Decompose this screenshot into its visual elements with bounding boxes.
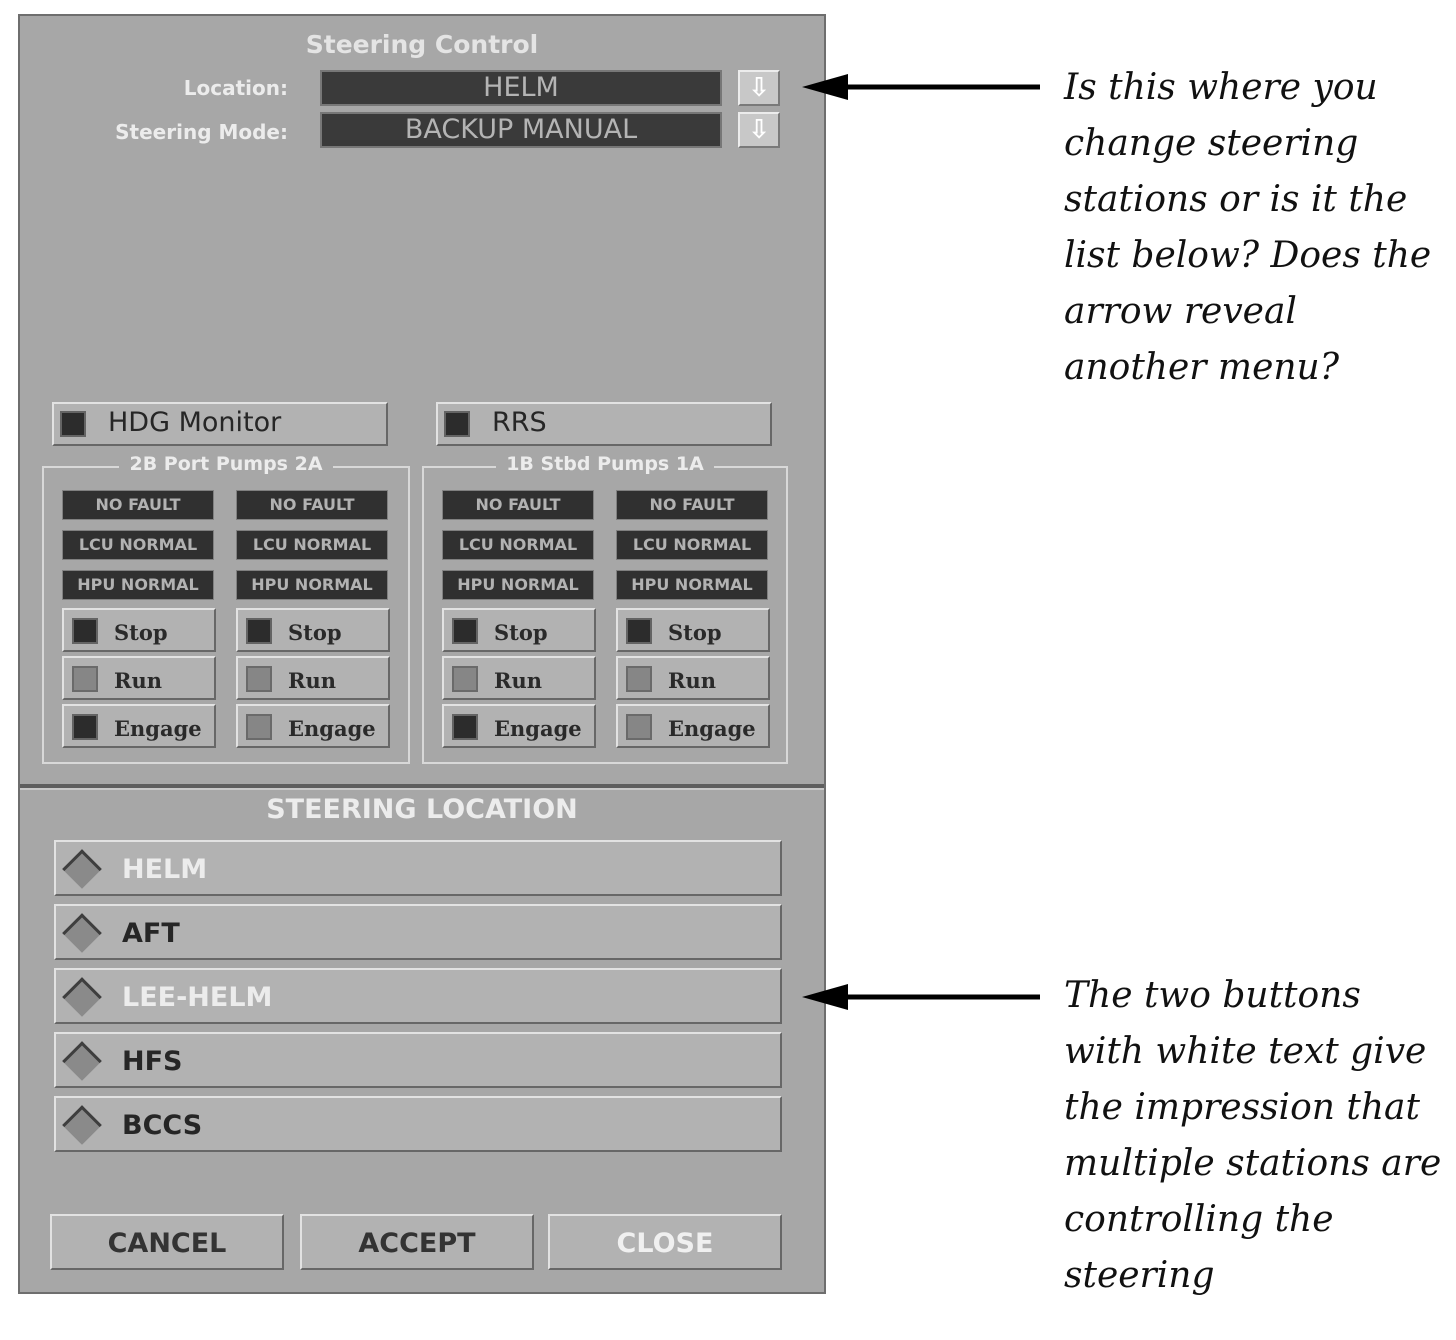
location-option-lee-helm[interactable]: LEE-HELM (54, 968, 782, 1024)
engage-indicator (72, 714, 98, 740)
location-option-label: AFT (122, 918, 180, 949)
engage-label: Engage (114, 716, 202, 741)
status-hpu-normal: HPU NORMAL (616, 570, 768, 600)
steering-mode-dropdown-button[interactable]: ⇩ (738, 112, 780, 148)
status-hpu-normal: HPU NORMAL (236, 570, 388, 600)
steering-mode-field[interactable]: BACKUP MANUAL (320, 112, 722, 148)
status-hpu-normal: HPU NORMAL (442, 570, 594, 600)
stop-label: Stop (114, 620, 168, 645)
run-indicator (72, 666, 98, 692)
rrs-toggle[interactable]: RRS (436, 402, 772, 446)
stop-indicator (452, 618, 478, 644)
run-button[interactable]: Run (236, 656, 390, 700)
status-lcu-normal: LCU NORMAL (442, 530, 594, 560)
status-no-fault: NO FAULT (442, 490, 594, 520)
steering-location-title: STEERING LOCATION (266, 794, 578, 825)
diamond-icon (62, 1105, 102, 1145)
status-hpu-normal: HPU NORMAL (62, 570, 214, 600)
diamond-icon (62, 977, 102, 1017)
location-option-label: LEE-HELM (122, 982, 273, 1013)
engage-button[interactable]: Engage (442, 704, 596, 748)
stbd-pumps-legend: 1B Stbd Pumps 1A (496, 453, 714, 475)
close-button[interactable]: CLOSE (548, 1214, 782, 1270)
location-option-label: HELM (122, 854, 208, 885)
stop-button[interactable]: Stop (616, 608, 770, 652)
engage-button[interactable]: Engage (616, 704, 770, 748)
status-lcu-normal: LCU NORMAL (62, 530, 214, 560)
location-dropdown-button[interactable]: ⇩ (738, 70, 780, 106)
diamond-icon (62, 1041, 102, 1081)
run-button[interactable]: Run (62, 656, 216, 700)
run-indicator (626, 666, 652, 692)
close-label: CLOSE (616, 1228, 714, 1259)
accept-button[interactable]: ACCEPT (300, 1214, 534, 1270)
engage-label: Engage (668, 716, 756, 741)
cancel-button[interactable]: CANCEL (50, 1214, 284, 1270)
run-label: Run (494, 668, 542, 693)
location-option-label: BCCS (122, 1110, 203, 1141)
stop-indicator (246, 618, 272, 644)
run-button[interactable]: Run (442, 656, 596, 700)
stop-indicator (626, 618, 652, 644)
left-arrow-icon (802, 984, 1040, 1010)
port-pumps-legend: 2B Port Pumps 2A (119, 453, 333, 475)
location-label: Location: (183, 76, 288, 100)
location-option-bccs[interactable]: BCCS (54, 1096, 782, 1152)
diamond-icon (62, 913, 102, 953)
annotation-bottom: The two buttons with white text give the… (1064, 975, 1442, 1296)
run-label: Run (288, 668, 336, 693)
stop-button[interactable]: Stop (62, 608, 216, 652)
engage-label: Engage (494, 716, 582, 741)
engage-button[interactable]: Engage (62, 704, 216, 748)
status-no-fault: NO FAULT (62, 490, 214, 520)
engage-button[interactable]: Engage (236, 704, 390, 748)
run-indicator (246, 666, 272, 692)
diamond-icon (62, 849, 102, 889)
location-option-helm[interactable]: HELM (54, 840, 782, 896)
run-indicator (452, 666, 478, 692)
location-field[interactable]: HELM (320, 70, 722, 106)
status-lcu-normal: LCU NORMAL (616, 530, 768, 560)
section-divider (20, 784, 824, 790)
engage-indicator (246, 714, 272, 740)
down-arrow-icon: ⇩ (748, 115, 770, 145)
stop-label: Stop (494, 620, 548, 645)
rrs-indicator (444, 411, 470, 437)
hdg-monitor-indicator (60, 411, 86, 437)
run-button[interactable]: Run (616, 656, 770, 700)
left-arrow-icon (802, 74, 1040, 100)
location-option-aft[interactable]: AFT (54, 904, 782, 960)
run-label: Run (668, 668, 716, 693)
status-lcu-normal: LCU NORMAL (236, 530, 388, 560)
stbd-pumps-group: 1B Stbd Pumps 1A NO FAULT LCU NORMAL HPU… (422, 453, 788, 764)
steering-control-dialog: Steering Control Location: HELM ⇩ Steeri… (18, 14, 826, 1294)
run-label: Run (114, 668, 162, 693)
stop-button[interactable]: Stop (236, 608, 390, 652)
hdg-monitor-toggle[interactable]: HDG Monitor (52, 402, 388, 446)
port-pumps-group: 2B Port Pumps 2A NO FAULT LCU NORMAL HPU… (42, 453, 410, 764)
dialog-title: Steering Control (305, 30, 539, 59)
engage-indicator (452, 714, 478, 740)
stop-label: Stop (668, 620, 722, 645)
rrs-label: RRS (492, 407, 547, 438)
stop-indicator (72, 618, 98, 644)
stop-label: Stop (288, 620, 342, 645)
cancel-label: CANCEL (107, 1228, 227, 1259)
status-no-fault: NO FAULT (236, 490, 388, 520)
location-option-label: HFS (122, 1046, 183, 1077)
down-arrow-icon: ⇩ (748, 73, 770, 103)
engage-indicator (626, 714, 652, 740)
engage-label: Engage (288, 716, 376, 741)
hdg-monitor-label: HDG Monitor (108, 407, 282, 438)
steering-mode-label: Steering Mode: (115, 120, 288, 144)
accept-label: ACCEPT (358, 1228, 476, 1259)
stop-button[interactable]: Stop (442, 608, 596, 652)
status-no-fault: NO FAULT (616, 490, 768, 520)
location-option-hfs[interactable]: HFS (54, 1032, 782, 1088)
annotation-top: Is this where you change steering statio… (1064, 67, 1432, 388)
